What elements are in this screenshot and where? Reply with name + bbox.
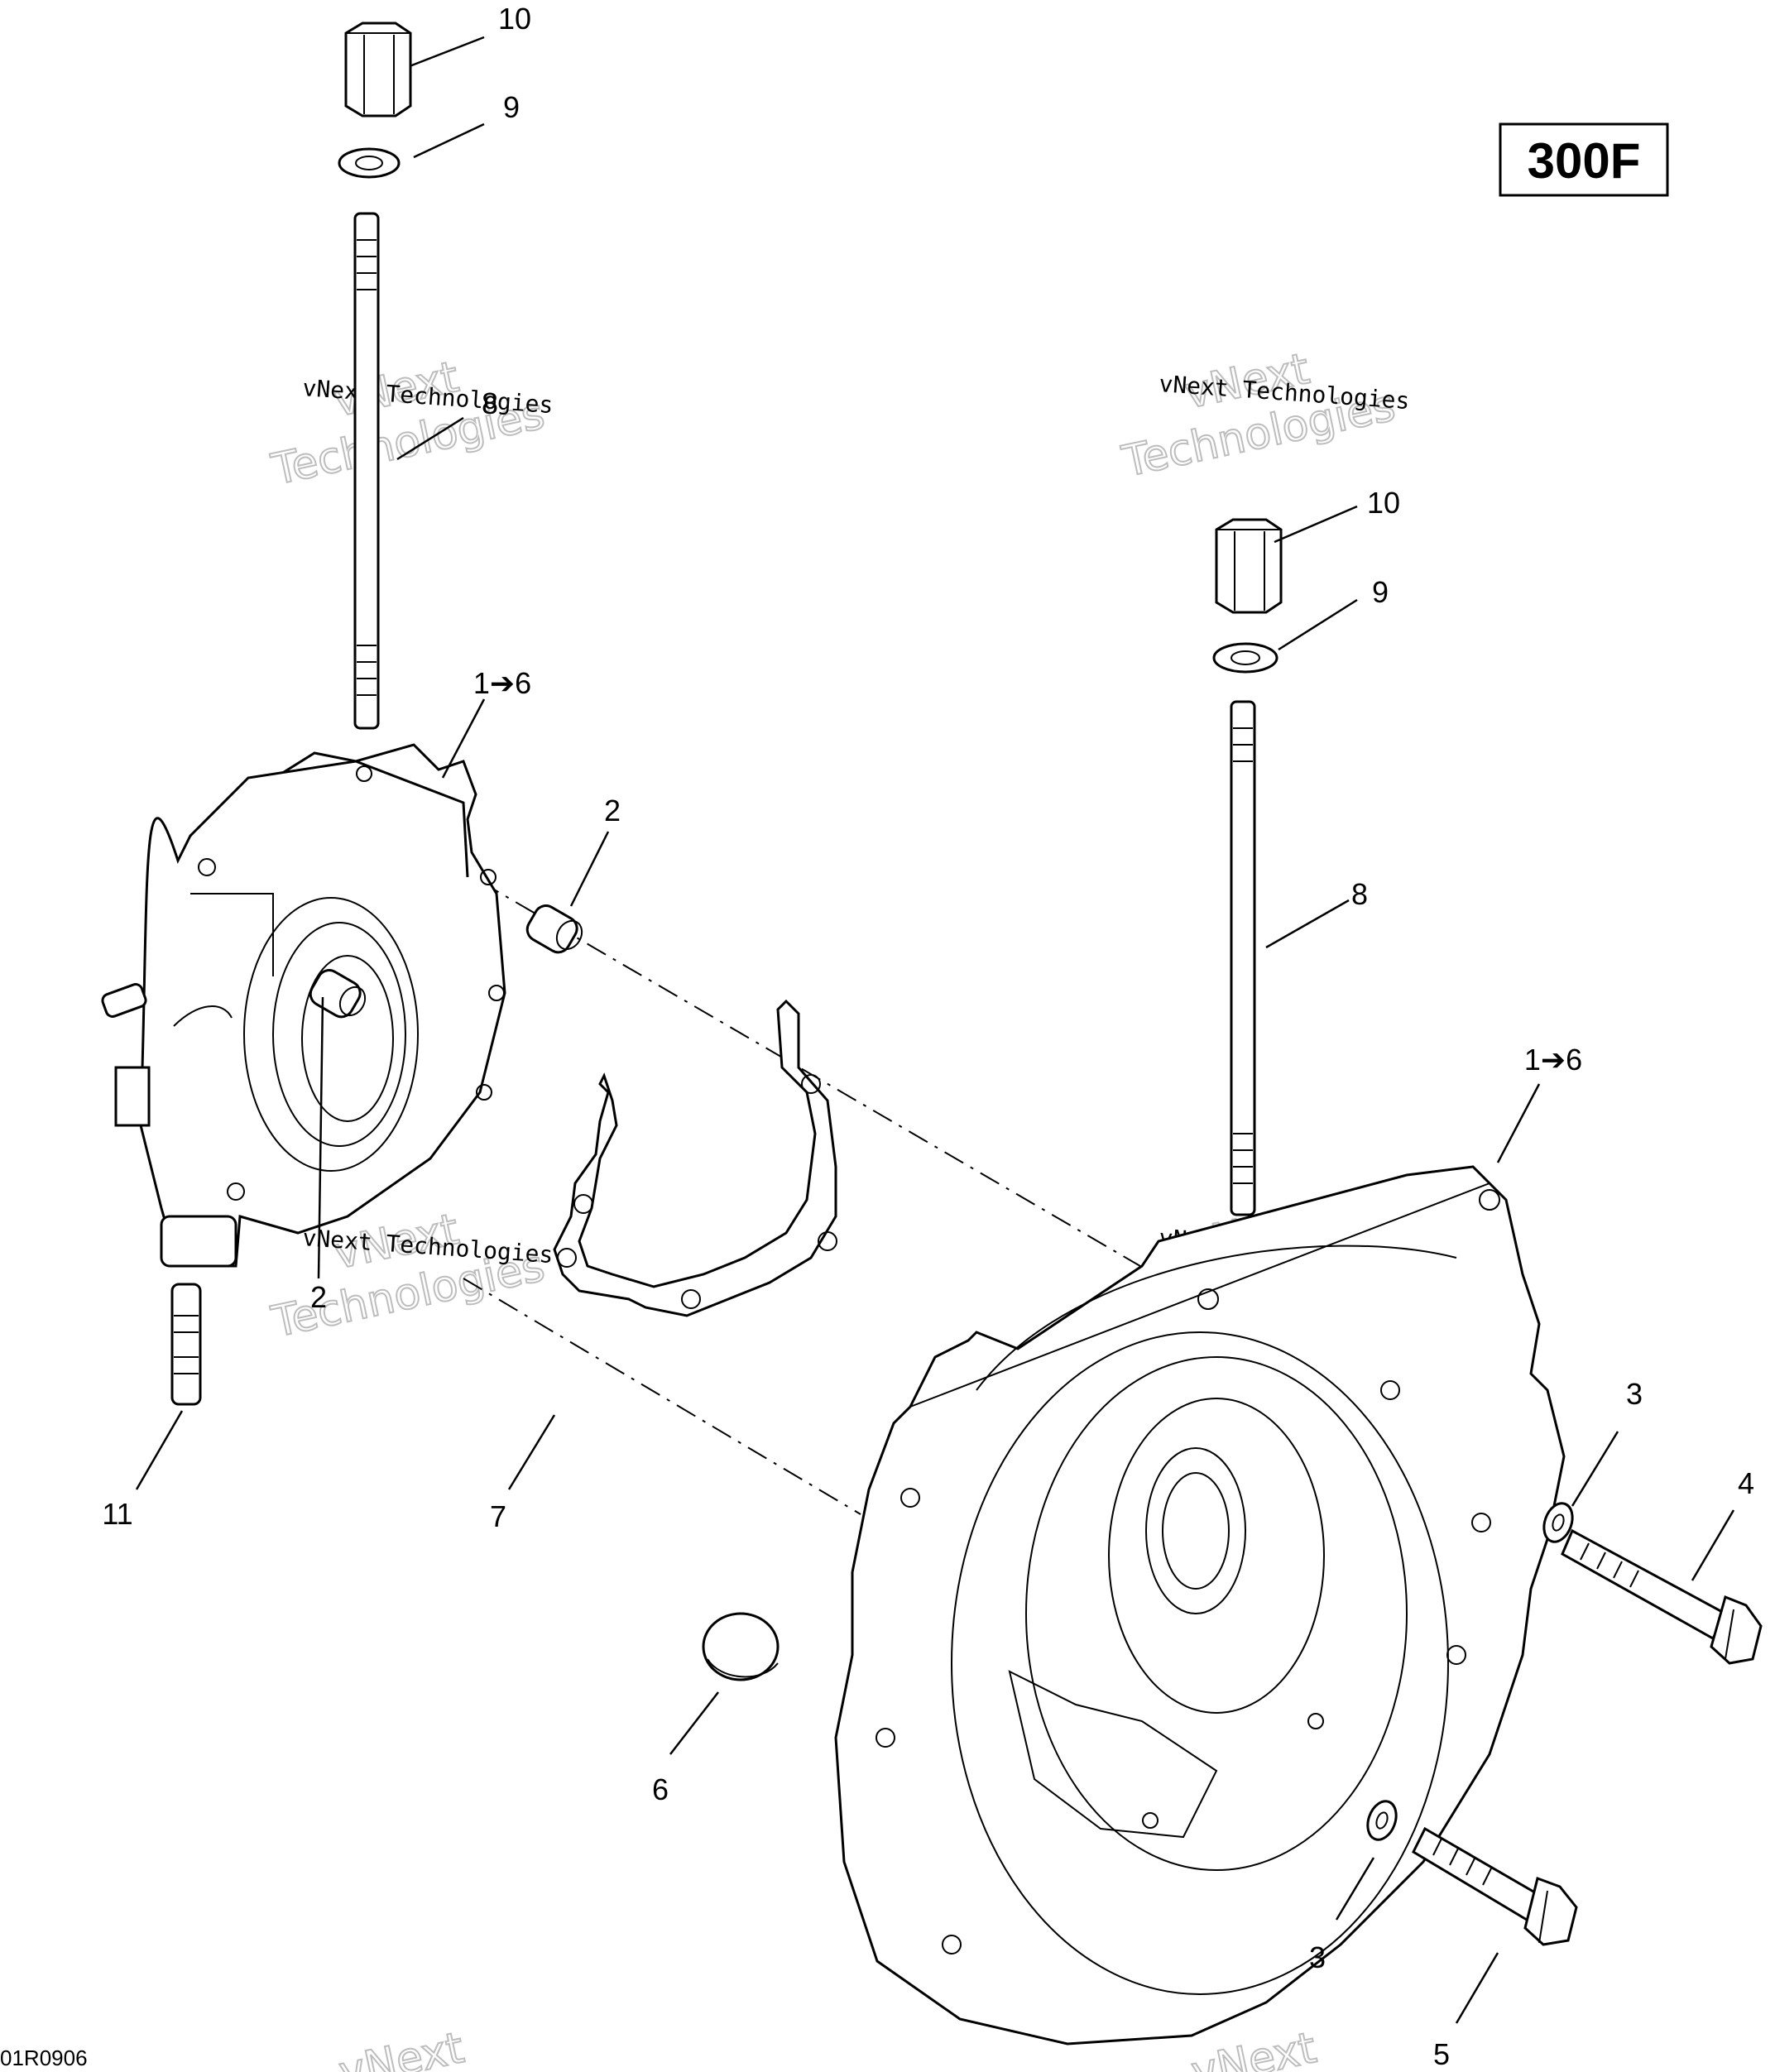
left-housing [101, 743, 506, 1268]
callout-labels: 10 9 8 1➔6 2 2 11 7 6 10 9 8 1➔6 3 4 3 5 [102, 2, 1754, 2071]
plug [702, 1612, 780, 1681]
right-washer [1212, 642, 1278, 674]
watermark-large-6a: vNext [1187, 2023, 1321, 2072]
callout-pin-lower: 2 [310, 1280, 327, 1314]
leader-lines [135, 36, 1735, 2024]
right-housing [834, 1165, 1566, 2046]
left-small-stud [170, 1283, 202, 1406]
callout-gasket: 7 [490, 1499, 506, 1533]
bolt-lower [1412, 1826, 1578, 1946]
callout-plug: 6 [652, 1772, 669, 1806]
callout-left-washer: 9 [503, 90, 520, 124]
callout-washer-upper: 3 [1626, 1377, 1643, 1411]
dowel-pin-upper [525, 904, 583, 954]
callout-right-washer: 9 [1372, 575, 1389, 609]
callout-right-stud: 8 [1351, 877, 1368, 911]
callout-right-nut: 10 [1367, 486, 1400, 520]
model-label: 300F [1528, 133, 1641, 189]
left-long-stud [353, 212, 380, 730]
washer-upper [1542, 1502, 1574, 1543]
left-hex-nut [344, 22, 412, 118]
drawing-number: 01R0906 [0, 2046, 88, 2070]
callout-left-small-stud: 11 [102, 1497, 132, 1531]
left-washer [338, 147, 401, 179]
callout-bolt-upper: 4 [1738, 1466, 1754, 1500]
watermark-large-5a: vNext [335, 2023, 468, 2072]
model-label-box: 300F [1499, 122, 1669, 197]
right-long-stud [1230, 700, 1256, 1216]
callout-left-stud: 8 [482, 386, 498, 420]
callout-right-housing: 1➔6 [1524, 1043, 1582, 1077]
callout-left-nut: 10 [498, 2, 531, 36]
washer-lower [1366, 1800, 1398, 1841]
bolt-upper [1561, 1528, 1763, 1665]
callout-washer-lower: 3 [1309, 1940, 1326, 1974]
right-hex-nut [1215, 518, 1283, 614]
callout-left-housing: 1➔6 [473, 666, 531, 700]
callout-bolt-lower: 5 [1433, 2037, 1450, 2071]
callout-pin-upper: 2 [604, 794, 621, 827]
gasket [553, 999, 837, 1317]
